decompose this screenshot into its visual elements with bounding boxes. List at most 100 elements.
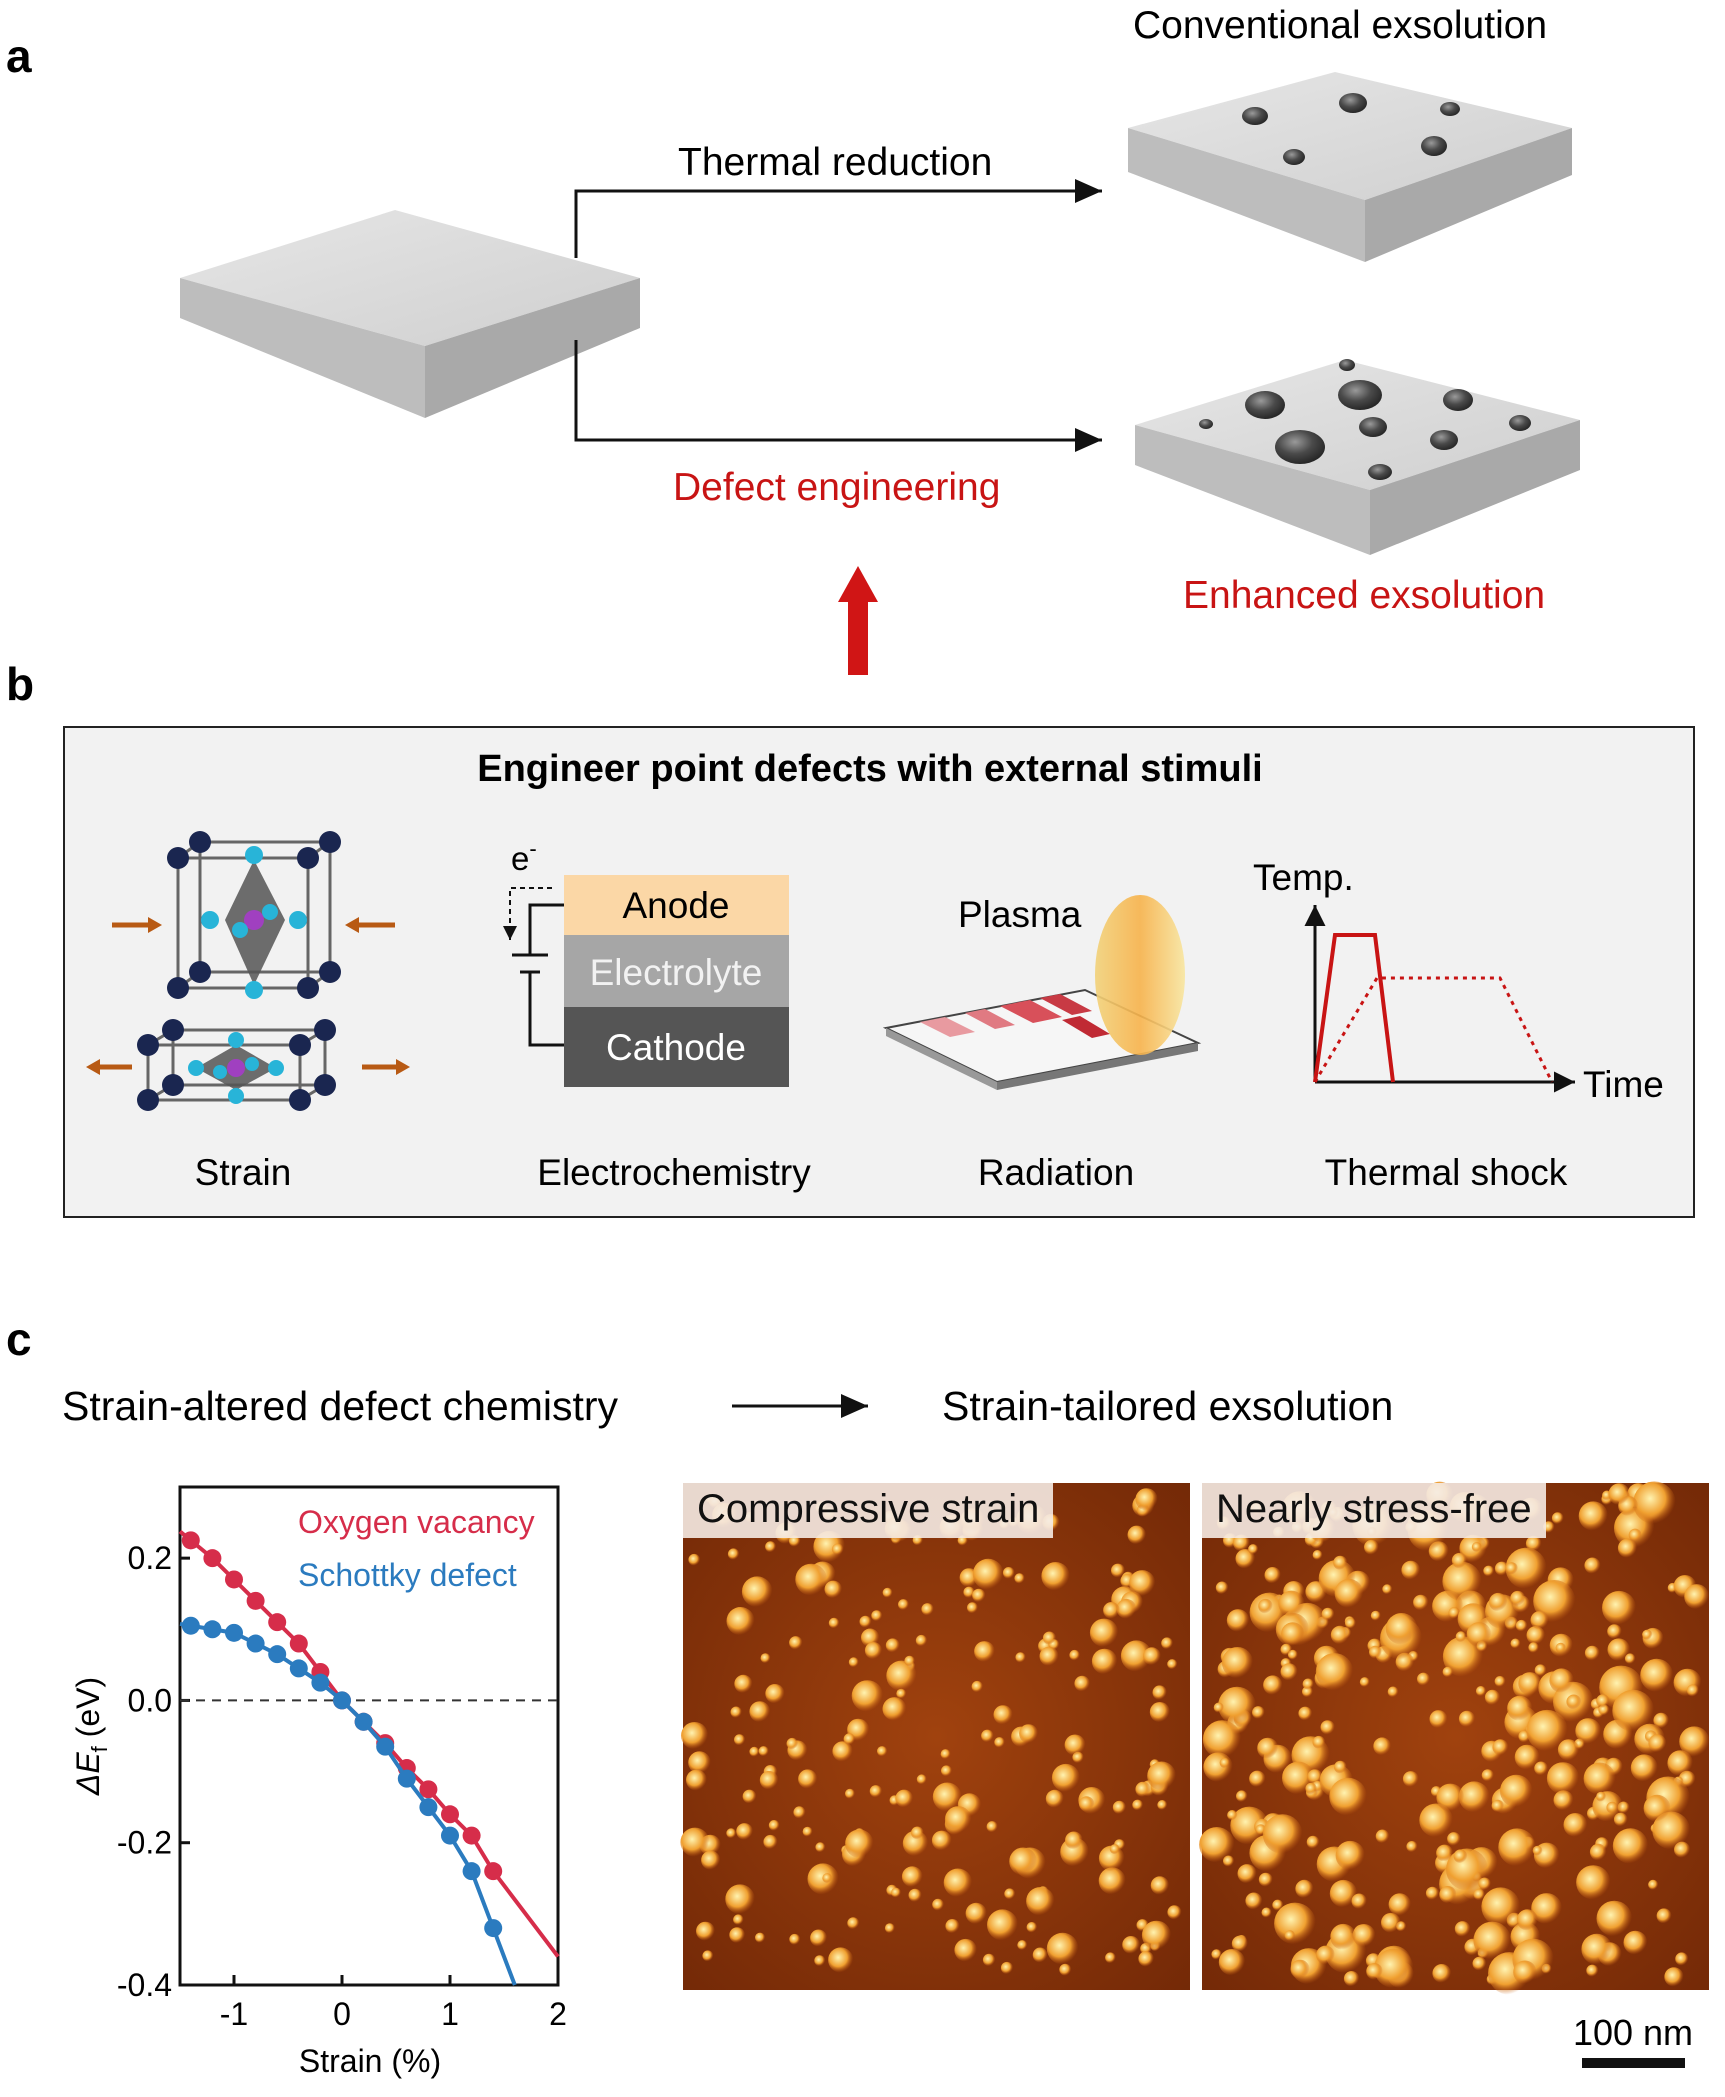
data-point [268, 1613, 287, 1632]
afm-particle [1305, 1782, 1317, 1795]
afm-particle [1141, 1920, 1172, 1950]
afm-particle [1475, 1686, 1487, 1697]
afm-particle [1500, 1774, 1533, 1808]
afm-particle [1525, 1535, 1542, 1552]
afm-particle [795, 1563, 828, 1596]
afm-particle [898, 1599, 909, 1611]
afm-label-compressive: Compressive strain [683, 1483, 1054, 1538]
data-point [397, 1769, 416, 1788]
afm-particle [1374, 1948, 1414, 1989]
afm-particle [824, 1580, 843, 1599]
electron-charge: - [529, 836, 536, 861]
afm-particle [986, 1821, 998, 1833]
afm-particle [1439, 1886, 1457, 1904]
afm-label-stress-free: Nearly stress-free [1202, 1483, 1546, 1538]
x-tick-label: -1 [220, 1996, 248, 2032]
afm-particle [726, 1607, 755, 1636]
afm-particle [1230, 1806, 1269, 1845]
left-heading: Strain-altered defect chemistry [62, 1383, 619, 1429]
afm-particle [1042, 1631, 1057, 1645]
afm-particle [1596, 1791, 1607, 1802]
afm-particle [845, 1788, 855, 1799]
afm-particle [1543, 1521, 1555, 1533]
afm-particle [1064, 1734, 1086, 1756]
afm-particle [1359, 1677, 1370, 1688]
afm-particle [734, 1674, 753, 1693]
data-point [289, 1634, 308, 1653]
afm-particle [1215, 1581, 1229, 1595]
afm-particle [730, 1706, 742, 1718]
afm-particle [1334, 1578, 1364, 1608]
data-point [333, 1691, 351, 1710]
afm-particle [814, 1955, 826, 1967]
afm-particle [1608, 1483, 1630, 1505]
afm-particle [1684, 1584, 1710, 1610]
afm-particle [1583, 1762, 1616, 1795]
afm-particle [1098, 1867, 1126, 1895]
afm-particle [1526, 1626, 1546, 1645]
afm-particle [1263, 1675, 1283, 1695]
afm-particle [1219, 1757, 1231, 1769]
afm-particle [911, 1826, 924, 1840]
afm-particle [1586, 1964, 1599, 1977]
afm-particle [758, 1746, 769, 1757]
afm-particle [1370, 1610, 1381, 1621]
afm-particle [1528, 1642, 1539, 1653]
afm-particle [755, 1932, 766, 1943]
afm-particle [1606, 1801, 1619, 1814]
afm-particle [1306, 1835, 1320, 1849]
afm-particle [1334, 1760, 1347, 1774]
y-tick-label: -0.4 [117, 1967, 172, 2003]
afm-particle [1329, 1879, 1358, 1908]
data-point [484, 1919, 503, 1938]
afm-particle [1014, 1573, 1025, 1584]
afm-particle [1261, 1907, 1272, 1918]
afm-particle [1513, 1960, 1537, 1984]
afm-particle [793, 1806, 806, 1819]
afm-particle [972, 1588, 986, 1603]
afm-particle [882, 1587, 893, 1598]
afm-particle [1046, 1932, 1079, 1965]
afm-particle [1675, 1952, 1689, 1966]
data-point [419, 1780, 438, 1799]
thermal-shock-plot [1304, 905, 1575, 1093]
data-point [354, 1712, 373, 1731]
afm-particle [1494, 1561, 1509, 1576]
afm-particle [1534, 1761, 1548, 1776]
afm-particle [1607, 1638, 1631, 1661]
thermal-reduction-label: Thermal reduction [678, 141, 992, 184]
afm-particle [681, 1722, 709, 1750]
afm-particle [786, 1737, 799, 1750]
afm-particle [1516, 1909, 1538, 1931]
afm-particle [1656, 1908, 1672, 1924]
afm-particle [1135, 1488, 1158, 1511]
data-point [246, 1634, 265, 1653]
afm-particle [1563, 1813, 1588, 1837]
afm-particle [1453, 1849, 1468, 1864]
y-axis-unit: (eV) [70, 1677, 106, 1746]
afm-particle [848, 1657, 859, 1668]
afm-particle [908, 1888, 922, 1902]
afm-particle [1129, 1570, 1156, 1597]
afm-particle [871, 1610, 883, 1622]
afm-particle [1017, 1940, 1028, 1951]
afm-particle [864, 1642, 883, 1660]
afm-particle [1478, 1877, 1491, 1891]
afm-particle [1369, 1645, 1382, 1659]
panel-b-letter: b [6, 658, 34, 710]
afm-particle [1089, 1618, 1119, 1648]
afm-particle [831, 1543, 844, 1556]
afm-particle [963, 1586, 975, 1599]
afm-particle [1578, 1501, 1608, 1531]
afm-particle [749, 1746, 760, 1757]
afm-particle [1630, 1754, 1658, 1782]
panel-c-letter: c [6, 1313, 32, 1365]
radiation-icon [882, 895, 1202, 1090]
afm-particle [1122, 1936, 1140, 1954]
afm-particle [1147, 1761, 1176, 1791]
data-point [462, 1862, 481, 1881]
stimuli-title: Engineer point defects with external sti… [477, 748, 1262, 790]
afm-particle [1402, 1771, 1419, 1787]
electrochemistry-label: Electrochemistry [537, 1152, 811, 1193]
strain-label: Strain [195, 1152, 292, 1193]
